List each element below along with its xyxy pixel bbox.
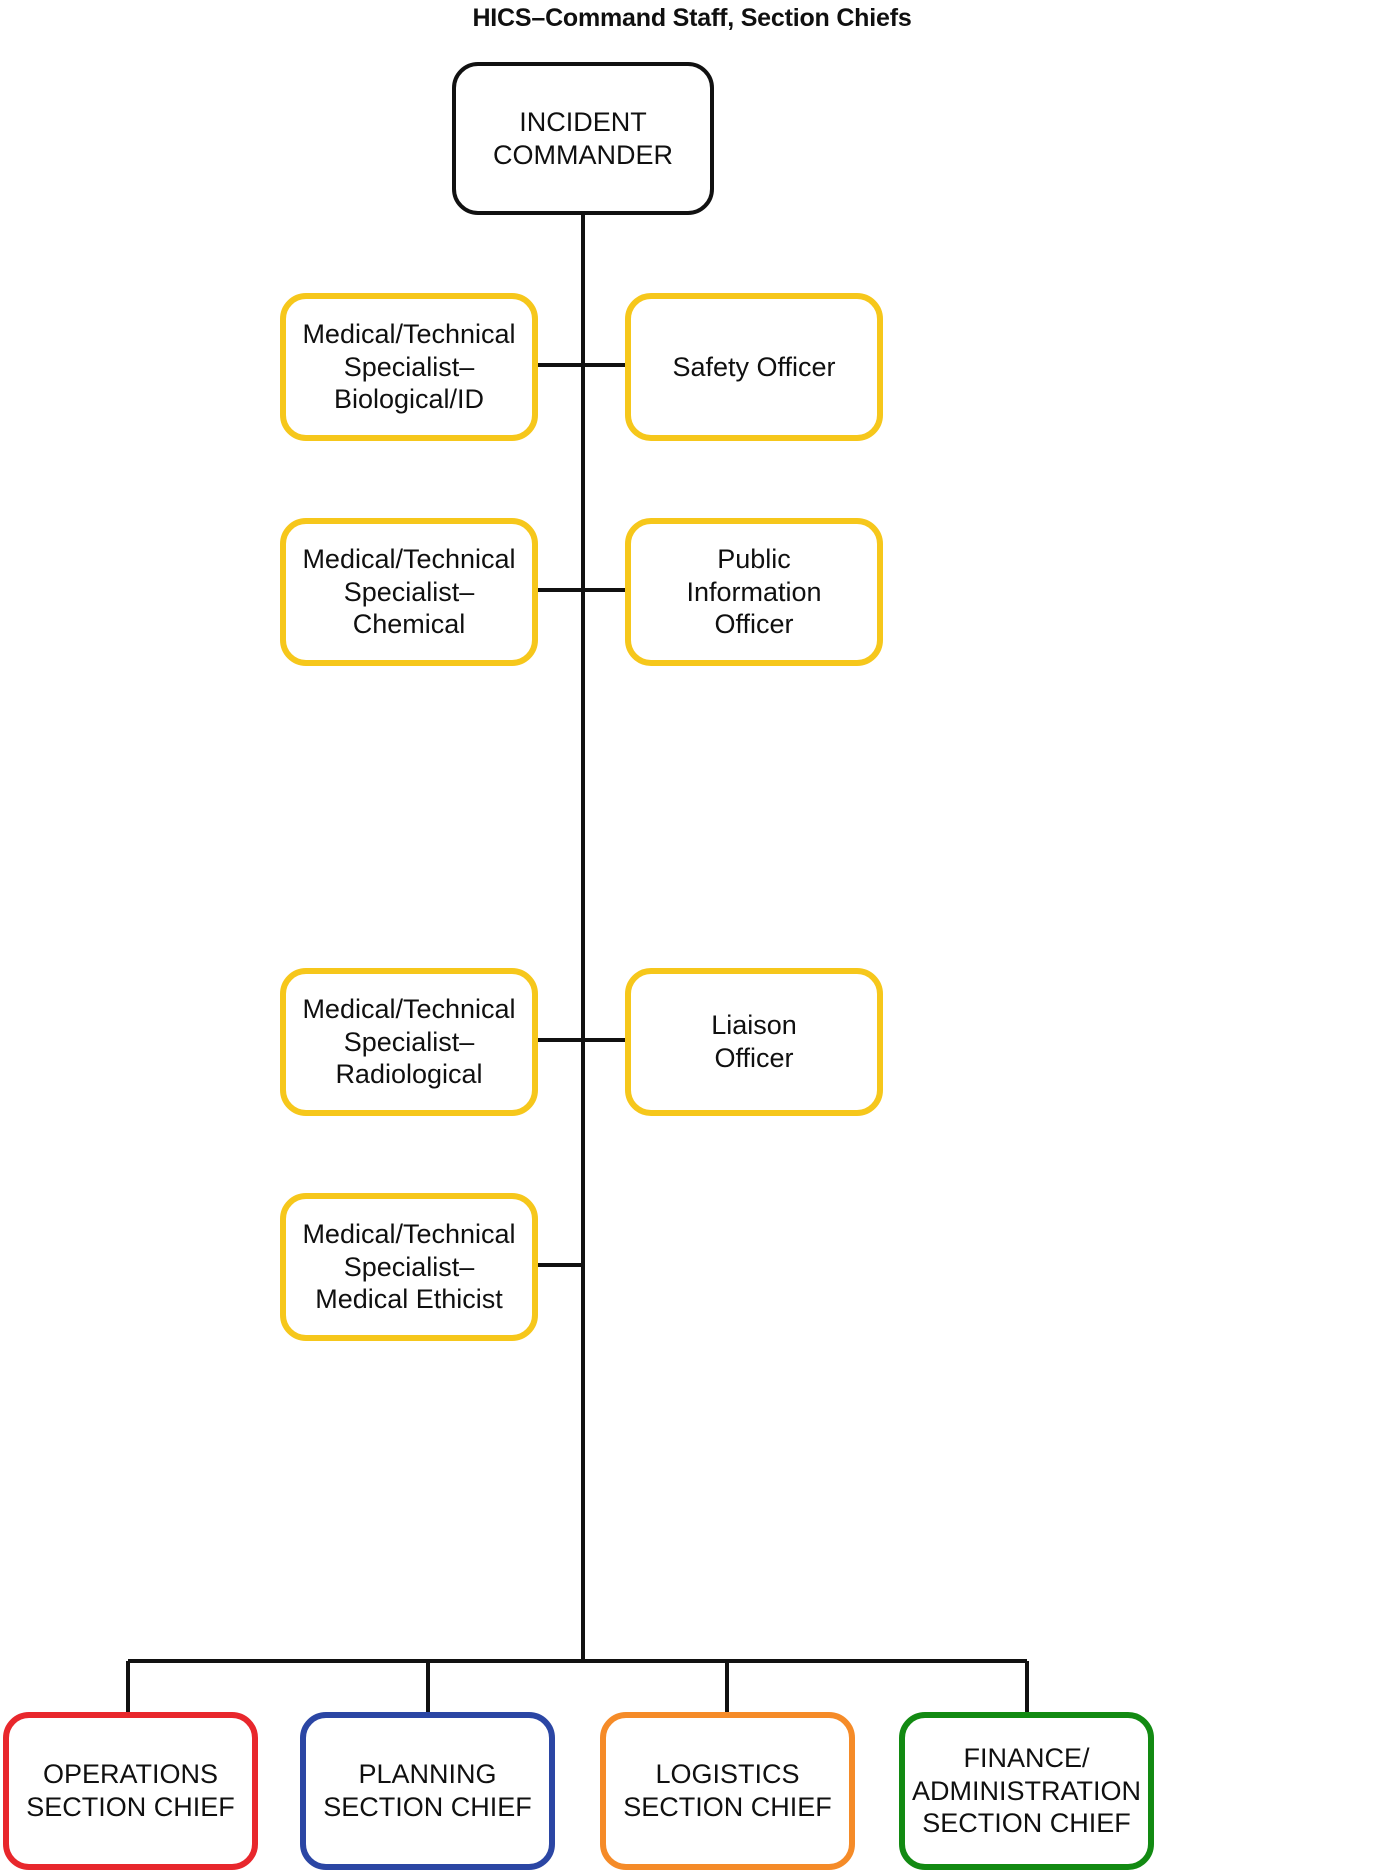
node-planning-section-chief-label: PLANNING SECTION CHIEF — [323, 1759, 532, 1822]
node-specialist-medical-ethicist[interactable]: Medical/Technical Specialist– Medical Et… — [280, 1193, 538, 1341]
node-safety-officer[interactable]: Safety Officer — [625, 293, 883, 441]
node-specialist-biological-id[interactable]: Medical/Technical Specialist– Biological… — [280, 293, 538, 441]
node-liaison-officer[interactable]: Liaison Officer — [625, 968, 883, 1116]
page-title: HICS–Command Staff, Section Chiefs — [472, 4, 912, 32]
node-specialist-medical-ethicist-label: Medical/Technical Specialist– Medical Et… — [302, 1218, 516, 1315]
node-specialist-chemical[interactable]: Medical/Technical Specialist– Chemical — [280, 518, 538, 666]
node-finance-administration-section-chief-label: FINANCE/ ADMINISTRATION SECTION CHIEF — [912, 1742, 1141, 1839]
node-specialist-radiological[interactable]: Medical/Technical Specialist– Radiologic… — [280, 968, 538, 1116]
node-operations-section-chief[interactable]: OPERATIONS SECTION CHIEF — [3, 1712, 258, 1870]
node-logistics-section-chief[interactable]: LOGISTICS SECTION CHIEF — [600, 1712, 855, 1870]
node-specialist-chemical-label: Medical/Technical Specialist– Chemical — [302, 543, 516, 640]
node-incident-commander[interactable]: INCIDENT COMMANDER — [452, 62, 714, 215]
node-safety-officer-label: Safety Officer — [672, 351, 836, 382]
node-liaison-officer-label: Liaison Officer — [711, 1010, 797, 1073]
node-public-information-officer[interactable]: Public Information Officer — [625, 518, 883, 666]
node-specialist-radiological-label: Medical/Technical Specialist– Radiologic… — [302, 993, 516, 1090]
node-incident-commander-label: INCIDENT COMMANDER — [493, 106, 673, 170]
node-planning-section-chief[interactable]: PLANNING SECTION CHIEF — [300, 1712, 555, 1870]
node-public-information-officer-label: Public Information Officer — [686, 543, 822, 640]
node-operations-section-chief-label: OPERATIONS SECTION CHIEF — [26, 1759, 235, 1822]
node-finance-administration-section-chief[interactable]: FINANCE/ ADMINISTRATION SECTION CHIEF — [899, 1712, 1154, 1870]
node-specialist-biological-id-label: Medical/Technical Specialist– Biological… — [302, 318, 516, 415]
node-logistics-section-chief-label: LOGISTICS SECTION CHIEF — [623, 1759, 832, 1822]
